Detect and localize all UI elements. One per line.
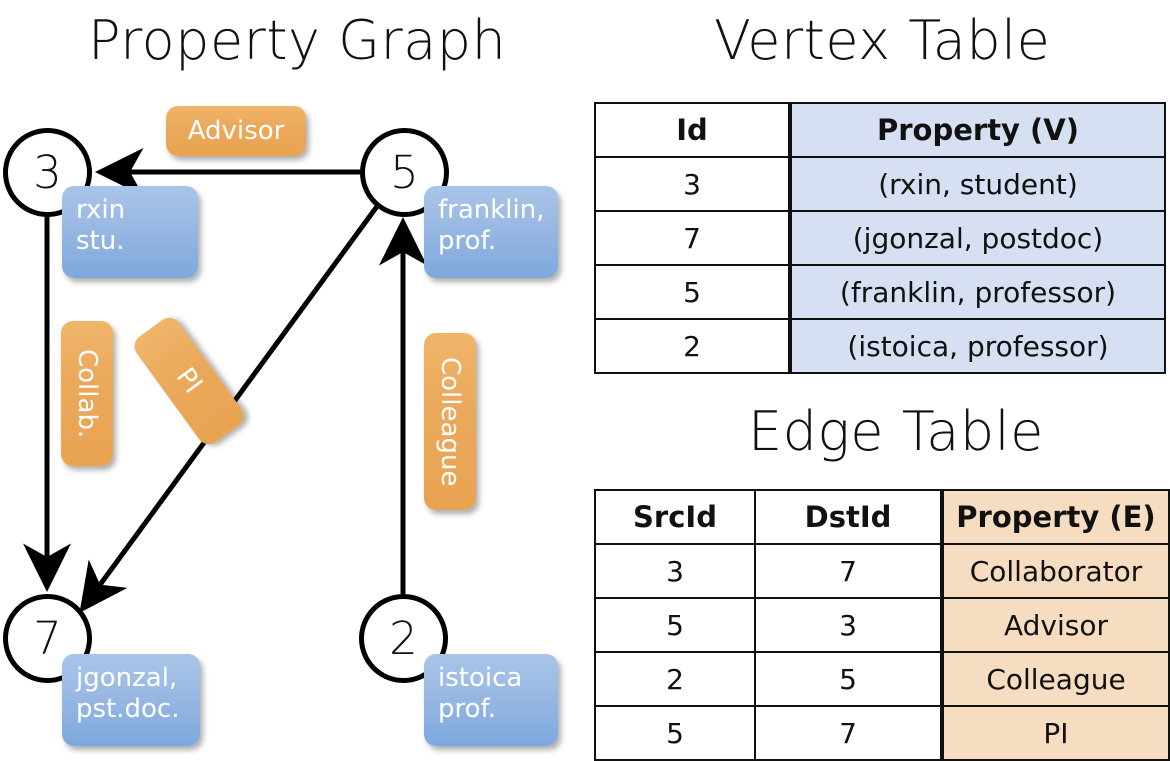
vertex-cell-property: (rxin, student) xyxy=(788,156,1166,212)
graph-node-7-label: 7 xyxy=(33,612,62,665)
edge-label-advisor[interactable]: Advisor xyxy=(166,106,306,156)
vertex-table-header-property: Property (V) xyxy=(788,102,1166,158)
edge-table-row[interactable]: 2 5 Colleague xyxy=(594,651,1170,707)
vertex-table-row[interactable]: 3 (rxin, student) xyxy=(594,156,1166,212)
vertex-cell-property: (jgonzal, postdoc) xyxy=(788,210,1166,266)
graph-node-2[interactable]: 2 xyxy=(359,594,448,683)
graph-node-5[interactable]: 5 xyxy=(360,128,449,217)
edge-table-row[interactable]: 5 3 Advisor xyxy=(594,597,1170,653)
vertex-cell-id: 3 xyxy=(594,156,791,212)
edge-cell-dstid: 7 xyxy=(754,705,943,761)
graph-node-3-label: 3 xyxy=(33,146,62,199)
node-property-5-line1: franklin, xyxy=(438,195,545,225)
node-property-2-line2: prof. xyxy=(438,694,497,724)
edge-cell-srcid: 2 xyxy=(594,651,756,707)
edge-table-header-dstid: DstId xyxy=(754,489,943,545)
edge-cell-srcid: 5 xyxy=(594,705,756,761)
edge-table-header-srcid: SrcId xyxy=(594,489,756,545)
edge-cell-property: PI xyxy=(940,705,1170,761)
page-title-edge-table: Edge Table xyxy=(748,400,1044,463)
edge-label-collab-text: Collab. xyxy=(72,348,102,439)
node-property-box-3[interactable]: rxin stu. xyxy=(62,186,198,278)
edge-label-advisor-text: Advisor xyxy=(187,116,285,146)
edge-label-colleague-text: Colleague xyxy=(435,356,465,487)
vertex-table-row[interactable]: 7 (jgonzal, postdoc) xyxy=(594,210,1166,266)
edge-cell-srcid: 5 xyxy=(594,597,756,653)
vertex-cell-property: (franklin, professor) xyxy=(788,264,1166,320)
vertex-table-row[interactable]: 2 (istoica, professor) xyxy=(594,318,1166,374)
edge-cell-srcid: 3 xyxy=(594,543,756,599)
vertex-table-header-id: Id xyxy=(594,102,791,158)
edge-table: SrcId DstId Property (E) 3 7 Collaborato… xyxy=(594,489,1170,761)
edge-table-row[interactable]: 5 7 PI xyxy=(594,705,1170,761)
node-property-box-5[interactable]: franklin, prof. xyxy=(424,186,558,278)
node-property-box-2[interactable]: istoica prof. xyxy=(424,654,558,746)
edge-table-header-property: Property (E) xyxy=(940,489,1170,545)
vertex-table: Id Property (V) 3 (rxin, student) 7 (jgo… xyxy=(594,102,1166,374)
vertex-table-row[interactable]: 5 (franklin, professor) xyxy=(594,264,1166,320)
page-title-property-graph: Property Graph xyxy=(88,9,507,72)
vertex-table-header-row: Id Property (V) xyxy=(594,102,1166,158)
edge-cell-property: Collaborator xyxy=(940,543,1170,599)
page-title-vertex-table: Vertex Table xyxy=(714,9,1051,72)
node-property-3-line1: rxin xyxy=(76,195,126,225)
graph-node-5-label: 5 xyxy=(390,146,419,199)
vertex-cell-id: 7 xyxy=(594,210,791,266)
node-property-7-line1: jgonzal, xyxy=(76,663,178,693)
edge-cell-dstid: 3 xyxy=(754,597,943,653)
edge-cell-dstid: 5 xyxy=(754,651,943,707)
edge-label-collab[interactable]: Collab. xyxy=(61,321,113,466)
graph-node-2-label: 2 xyxy=(389,612,418,665)
edge-table-header-row: SrcId DstId Property (E) xyxy=(594,489,1170,545)
vertex-cell-id: 5 xyxy=(594,264,791,320)
node-property-2-line1: istoica xyxy=(438,663,523,693)
edge-table-row[interactable]: 3 7 Collaborator xyxy=(594,543,1170,599)
edge-cell-property: Advisor xyxy=(940,597,1170,653)
vertex-cell-id: 2 xyxy=(594,318,791,374)
node-property-7-line2: pst.doc. xyxy=(76,694,180,724)
edge-cell-dstid: 7 xyxy=(754,543,943,599)
node-property-box-7[interactable]: jgonzal, pst.doc. xyxy=(62,654,200,746)
vertex-cell-property: (istoica, professor) xyxy=(788,318,1166,374)
edge-cell-property: Colleague xyxy=(940,651,1170,707)
node-property-3-line2: stu. xyxy=(76,226,125,256)
edge-label-colleague[interactable]: Colleague xyxy=(424,333,476,510)
node-property-5-line2: prof. xyxy=(438,226,497,256)
edge-label-pi-text: PI xyxy=(169,362,208,400)
